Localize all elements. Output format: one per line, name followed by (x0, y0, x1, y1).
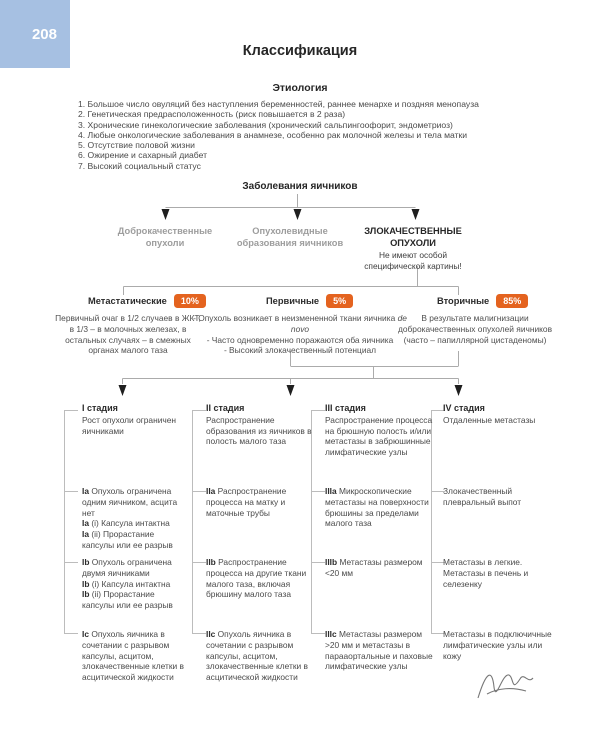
tree-root-label: Заболевания яичников (242, 181, 358, 192)
substage-line: Ia Опухоль ограничена одним яичником, ас… (82, 486, 178, 518)
type-metastatic: Метастатические 10% (88, 294, 206, 308)
type-metastatic-desc: Первичный очаг в 1/2 случаев в ЖКТ, в 1/… (55, 313, 201, 356)
type-primary-desc: - Опухоль возникает в неизмененной ткани… (183, 313, 417, 356)
substage-line: Ia (i) Капсула интактна (82, 518, 170, 529)
etiology-heading: Этиология (272, 82, 328, 94)
substage-line: Ib Опухоль ограничена двумя яичниками (82, 557, 172, 578)
type-desc-line: - Высокий злокачественный потенциал (223, 345, 377, 356)
stage-summary: Рост опухоли ограничен яичниками (82, 414, 177, 436)
substage-line: Ia (ii) Прорастание капсулы или ее разры… (82, 529, 173, 550)
percent-badge: 85% (496, 294, 529, 308)
stage-3a-block: IIIa Микроскопические метастазы на повер… (325, 486, 433, 529)
stage-summary: Распространение образования из яичников … (206, 414, 312, 447)
stage-1b-block: Ib Опухоль ограничена двумя яичниками Ib… (82, 557, 186, 611)
stage-3b-block: IIIb Метастазы размером <20 мм (325, 557, 433, 579)
stage-2-header: II стадия Распространение образования из… (206, 403, 318, 447)
type-name: Вторичные (437, 296, 490, 306)
etiology-item: 1. Большое число овуляций без наступлени… (78, 99, 479, 109)
arrow-down-icon (161, 209, 420, 220)
page-number-badge: 208 (0, 0, 70, 68)
type-desc-line: - Опухоль возникает в неизмененной ткани… (193, 313, 407, 334)
substage-line: IIIa Микроскопические метастазы на повер… (325, 486, 429, 529)
percent-badge: 10% (173, 294, 206, 308)
substage-line: Метастазы в легкие. Метастазы в печень и… (443, 557, 529, 589)
stage-4-block: Метастазы в подключичные лимфатические у… (443, 629, 561, 661)
stage-2a-block: IIa Распространение процесса на матку и … (206, 486, 318, 518)
substage-line: Злокачественный плевральный выпот (443, 486, 522, 507)
percent-badge: 5% (326, 294, 354, 308)
etiology-item: 5. Отсутствие половой жизни (78, 140, 195, 151)
stage-1a-block: Ia Опухоль ограничена одним яичником, ас… (82, 486, 186, 551)
substage-line: Метастазы в подключичные лимфатические у… (443, 629, 552, 661)
stage-4-block: Метастазы в легкие. Метастазы в печень и… (443, 557, 561, 589)
stage-summary: Распространение процесса на брюшную поло… (325, 414, 433, 458)
stage-4-header: IV стадия Отдаленные метастазы (443, 403, 561, 426)
etiology-item: 7. Высокий социальный статус (78, 160, 201, 171)
stage-1c-block: Ic Опухоль яичника в сочетании с разрыво… (82, 629, 186, 683)
page-title: Классификация (242, 43, 358, 59)
branch-label: ЗЛОКАЧЕСТВЕННЫЕ ОПУХОЛИ (364, 226, 462, 248)
stage-1-header: I стадия Рост опухоли ограничен яичникам… (82, 403, 186, 436)
stage-3c-block: IIIc Метастазы размером >20 мм и метаста… (325, 629, 433, 672)
branch-tumorlike-formations: Опухолевидные образования яичников (236, 226, 344, 248)
type-primary: Первичные 5% (266, 294, 354, 308)
branch-benign-tumors: Доброкачественные опухоли (117, 226, 213, 248)
arrow-down-icon (118, 385, 463, 396)
substage-line: IIa Распространение процесса на матку и … (206, 486, 287, 518)
stage-3-header: III стадия Распространение процесса на б… (325, 403, 433, 458)
etiology-item: 3. Хронические гинекологические заболева… (78, 119, 453, 130)
substage-line: IIIb Метастазы размером <20 мм (325, 557, 423, 578)
stage-4-block: Злокачественный плевральный выпот (443, 486, 561, 508)
stage-title: I стадия (82, 403, 118, 413)
etiology-item: 6. Ожирение и сахарный диабет (78, 150, 208, 161)
stage-title: IV стадия (443, 403, 485, 413)
branch-note: Не имеют особой специфической картины! (364, 250, 462, 271)
signature-mark (477, 674, 534, 699)
substage-line: IIIc Метастазы размером >20 мм и метаста… (325, 629, 433, 672)
substage-line: IIc Опухоль яичника в сочетании с разрыв… (206, 629, 308, 683)
type-name: Первичные (266, 296, 320, 306)
type-secondary: Вторичные 85% (437, 294, 529, 308)
stage-2c-block: IIc Опухоль яичника в сочетании с разрыв… (206, 629, 318, 683)
stage-2b-block: IIb Распространение процесса на другие т… (206, 557, 318, 600)
substage-line: Ib (ii) Прорастание капсулы или ее разры… (82, 589, 173, 611)
etiology-list: 1. Большое число овуляций без наступлени… (78, 99, 538, 171)
type-name: Метастатические (88, 296, 167, 306)
substage-line: Ic Опухоль яичника в сочетании с разрыво… (82, 629, 184, 683)
etiology-item: 2. Генетическая предрасположенность (рис… (78, 109, 346, 120)
stage-title: II стадия (206, 403, 245, 413)
branch-malignant-tumors: ЗЛОКАЧЕСТВЕННЫЕ ОПУХОЛИ Не имеют особой … (348, 226, 478, 271)
etiology-item: 4. Любые онкологические заболевания в ан… (78, 129, 468, 140)
type-secondary-desc: В результате малигнизации доброкачествен… (397, 313, 553, 345)
substage-line: Ib (i) Капсула интактна (82, 578, 171, 589)
type-desc-line: - Часто одновременно поражаются оба яичн… (206, 334, 394, 345)
stage-summary: Отдаленные метастазы (443, 414, 536, 425)
stage-title: III стадия (325, 403, 366, 413)
substage-line: IIb Распространение процесса на другие т… (206, 557, 307, 600)
